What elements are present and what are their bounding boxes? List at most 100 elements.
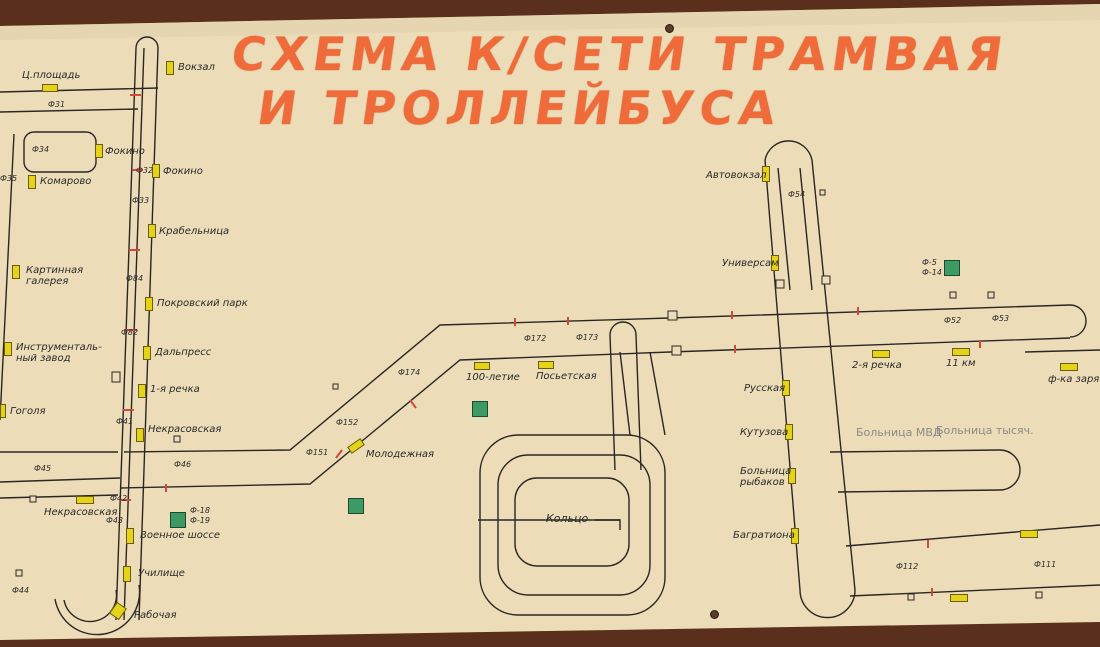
label-nekrasovskaya-top: Некрасовская xyxy=(148,424,222,435)
label-feeder: Ф53 xyxy=(992,314,1010,323)
label-feeder: Ф-18 xyxy=(190,506,210,515)
label-11-km: 11 км xyxy=(946,358,976,369)
label-feeder: Ф44 xyxy=(12,586,30,595)
label-universam: Универсам xyxy=(722,258,779,269)
label-feeder: Ф35 xyxy=(0,174,18,183)
stop-marker xyxy=(788,468,796,484)
label-pokrovsky: Покровский парк xyxy=(157,298,248,309)
stop-marker xyxy=(4,342,12,356)
label-feeder: Ф32 xyxy=(136,166,154,175)
stop-marker xyxy=(28,175,36,189)
stop-marker xyxy=(123,566,131,582)
label-dalpress: Дальпресс xyxy=(155,347,212,358)
stop-marker xyxy=(138,384,146,398)
label-molodezhnaya: Молодежная xyxy=(366,449,435,460)
stop-marker xyxy=(126,528,134,544)
switch-boxes xyxy=(15,189,1043,601)
label-fokino-left: Фокино xyxy=(105,146,145,157)
label-voennoe: Военное шоссе xyxy=(140,530,221,541)
substation-icon xyxy=(348,498,364,514)
label-uchilishche: Училище xyxy=(138,568,185,579)
stop-marker xyxy=(148,224,156,238)
label-kartinnaya: Картинная галерея xyxy=(26,265,84,287)
label-vokzal: Вокзал xyxy=(178,62,215,73)
stop-marker xyxy=(538,361,554,369)
label-feeder: Ф-14 xyxy=(922,268,942,277)
stop-marker xyxy=(145,297,153,311)
stop-marker xyxy=(12,265,20,279)
label-rechka-2: 2-я речка xyxy=(852,360,902,371)
stop-marker xyxy=(1020,530,1038,538)
label-instrument: Инструменталь-ный завод xyxy=(16,342,102,364)
label-feeder: Ф46 xyxy=(174,460,192,469)
stop-marker xyxy=(771,255,779,271)
stop-marker xyxy=(474,362,490,370)
label-feeder: Ф45 xyxy=(34,464,52,473)
label-bolnitsa-1000: Больница тысяч. xyxy=(936,424,1034,437)
label-feeder: Ф173 xyxy=(576,333,599,342)
label-c-ploshchad: Ц.площадь xyxy=(22,70,81,81)
label-bolnitsa-mvd: Больница МВД xyxy=(856,426,942,439)
map-title-line-1: СХЕМА К/СЕТИ ТРАМВАЯ xyxy=(228,27,1012,81)
label-100-letie: 100-летие xyxy=(466,372,520,383)
label-feeder: Ф111 xyxy=(1034,560,1057,569)
label-feeder: Ф43 xyxy=(106,516,124,525)
label-nekrasovskaya-bottom: Некрасовская xyxy=(44,507,118,518)
label-feeder: Ф34 xyxy=(32,145,50,154)
label-feeder: Ф31 xyxy=(48,100,66,109)
stop-marker xyxy=(952,348,970,356)
label-feeder: Ф-19 xyxy=(190,516,210,525)
map-title-line-2: И ТРОЛЛЕЙБУСА xyxy=(254,81,785,135)
label-bagrationa: Багратиона xyxy=(733,530,795,541)
stop-marker xyxy=(1060,363,1078,371)
label-krabelnitsa: Крабельница xyxy=(159,226,230,237)
label-feeder: Ф52 xyxy=(944,316,962,325)
label-feeder: Ф112 xyxy=(896,562,919,571)
label-feeder: Ф151 xyxy=(306,448,329,457)
stop-marker xyxy=(42,84,58,92)
label-feeder: Ф41 xyxy=(116,417,134,426)
label-rabochaya: Рабочая xyxy=(134,610,177,621)
label-feeder: Ф54 xyxy=(788,190,806,199)
label-feeder: Ф174 xyxy=(398,368,421,377)
substation-icon xyxy=(170,512,186,528)
stop-marker xyxy=(166,61,174,75)
stop-marker xyxy=(762,166,770,182)
stop-marker xyxy=(872,350,890,358)
label-feeder: Ф33 xyxy=(132,196,150,205)
label-feeder: Ф84 xyxy=(126,274,144,283)
stop-marker xyxy=(0,404,6,418)
stop-marker xyxy=(136,428,144,442)
stop-marker xyxy=(782,380,790,396)
label-posyet: Посьетская xyxy=(536,371,597,382)
substation-icon xyxy=(472,401,488,417)
label-avtovokzal: Автовокзал xyxy=(706,170,767,181)
label-bolnitsa-rybakov: Больница рыбаков xyxy=(740,466,792,488)
label-rechka-1: 1-я речка xyxy=(150,384,200,395)
stop-marker xyxy=(76,496,94,504)
stop-marker xyxy=(152,164,160,178)
label-fokino-right: Фокино xyxy=(163,166,203,177)
label-feeder: Ф42 xyxy=(110,494,128,503)
stop-marker xyxy=(950,594,968,602)
substation-icon xyxy=(944,260,960,276)
label-feeder: Ф152 xyxy=(336,418,359,427)
label-komarovo: Комарово xyxy=(40,176,92,187)
pin-bottom xyxy=(710,610,719,619)
pin-top xyxy=(665,24,674,33)
stop-marker xyxy=(95,144,103,158)
label-kutuzova: Кутузова xyxy=(740,427,789,438)
stop-marker xyxy=(785,424,793,440)
label-feeder: Ф82 xyxy=(121,328,139,337)
stop-marker xyxy=(791,528,799,544)
label-f-ka-zarya: ф-ка заря xyxy=(1048,374,1100,385)
label-kolts: Кольцо xyxy=(546,512,589,525)
track-lines xyxy=(0,36,1100,636)
label-gogolya: Гоголя xyxy=(10,406,46,417)
section-marks xyxy=(120,94,981,596)
label-feeder: Ф172 xyxy=(524,334,547,343)
stop-marker xyxy=(143,346,151,360)
label-russkaya: Русская xyxy=(744,383,786,394)
